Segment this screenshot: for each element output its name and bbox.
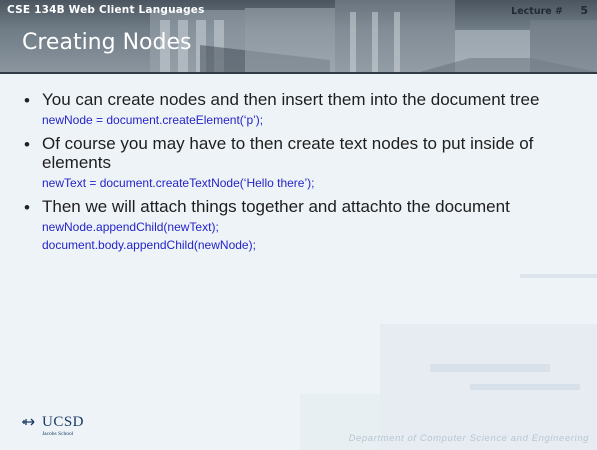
bullet-list: • You can create nodes and then insert t… — [24, 90, 569, 259]
code-line: newNode.appendChild(newText); — [42, 220, 219, 234]
code-line: newText = document.createTextNode(‘Hello… — [42, 176, 315, 190]
lecture-label: Lecture # — [511, 6, 563, 17]
background-decoration — [0, 74, 597, 450]
code-line: document.body.appendChild(newNode); — [42, 238, 256, 252]
bullet-dot: • — [24, 198, 30, 217]
logo-subtext: Jacobs School — [42, 431, 74, 437]
bullet-text: Then we will attach things together and … — [42, 197, 510, 216]
bullet-dot: • — [24, 91, 30, 110]
bullet-text: Of course you may have to then create te… — [42, 134, 534, 172]
bullet-item: • Of course you may have to then create … — [24, 134, 569, 191]
logo-text: UCSD — [42, 414, 85, 430]
page-number: 5 — [580, 4, 588, 17]
header-divider — [0, 72, 597, 74]
building-photo-decoration — [150, 0, 597, 72]
bullet-text: You can create nodes and then insert the… — [42, 90, 540, 109]
bullet-item: • Then we will attach things together an… — [24, 197, 569, 253]
header-banner: CSE 134B Web Client Languages Lecture # … — [0, 0, 597, 72]
bullet-item: • You can create nodes and then insert t… — [24, 90, 569, 128]
department-footer: Department of Computer Science and Engin… — [348, 433, 589, 444]
course-title: CSE 134B Web Client Languages — [7, 4, 205, 16]
slide-title: Creating Nodes — [22, 30, 192, 55]
trident-icon — [22, 418, 35, 426]
bullet-dot: • — [24, 135, 30, 154]
code-line: newNode = document.createElement(‘p’); — [42, 113, 264, 127]
